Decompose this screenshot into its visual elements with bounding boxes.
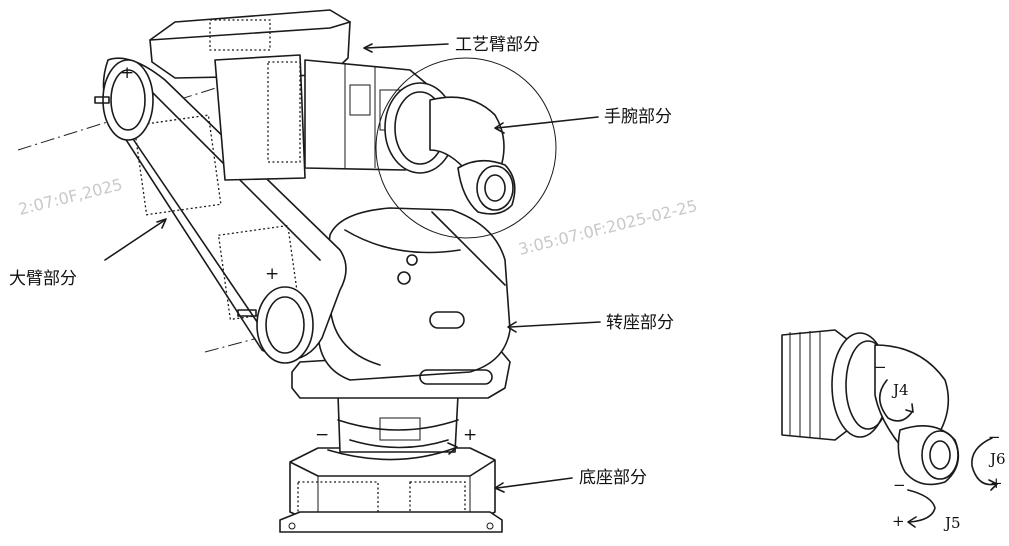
label-process-arm: 工艺臂部分	[455, 35, 540, 55]
j4-minus-sign: −	[874, 358, 887, 376]
j5-label: J5	[943, 514, 961, 532]
label-big-arm: 大臂部分	[9, 269, 77, 289]
big-arm-lower-plus-sign: +	[265, 264, 279, 284]
label-rotary-seat: 转座部分	[606, 313, 674, 333]
j5-plus-sign: +	[892, 512, 905, 530]
axis-line-upper	[17, 81, 236, 151]
wrist-part	[384, 82, 516, 215]
j6-plus-sign: +	[990, 474, 1003, 492]
rotary-seat-part	[291, 207, 511, 399]
j6-minus-sign: −	[988, 428, 1001, 446]
base-plus-sign: +	[463, 425, 477, 445]
j5-minus-sign: −	[893, 476, 906, 494]
big-arm-part	[94, 57, 347, 364]
joint-j6-indicator: − J6 +	[971, 428, 1006, 492]
j4-label: J4	[891, 381, 909, 399]
callouts: 工艺臂部分 手腕部分 大臂部分 转座部分 底座部分	[9, 35, 674, 493]
industrial-robot-drawing: − + +	[17, 9, 557, 533]
wrist-highlight-circle	[375, 57, 557, 239]
wrist-detail-drawing	[781, 329, 960, 486]
base-rotation-arrow	[327, 447, 456, 461]
j6-label: J6	[988, 450, 1006, 468]
base-minus-sign: −	[315, 425, 329, 445]
base-part	[279, 394, 503, 533]
watermark-text-1: 2:07:0F,2025	[16, 175, 124, 219]
joint-j5-indicator: − + J5	[892, 476, 961, 532]
watermark-text-2: 3:05:07:0F:2025-02-25	[516, 196, 699, 259]
label-base: 底座部分	[579, 468, 647, 488]
big-arm-plus-sign: +	[120, 63, 134, 83]
joint-j4-indicator: − J4	[874, 358, 914, 422]
label-wrist: 手腕部分	[604, 107, 672, 127]
